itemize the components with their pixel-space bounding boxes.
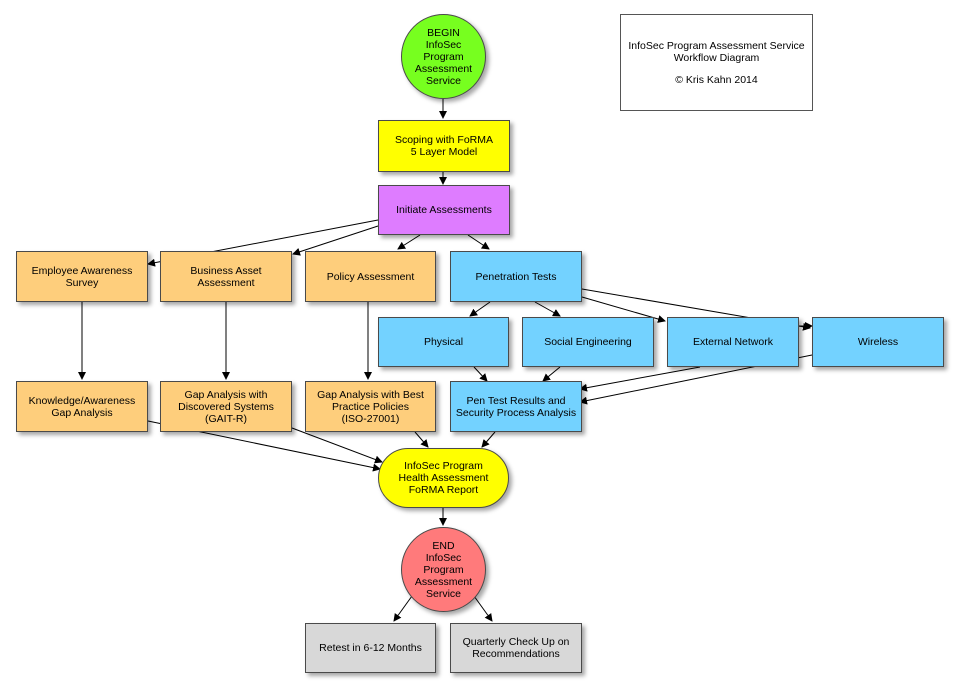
title-line-2: Workflow Diagram	[673, 51, 760, 64]
pen-test-results-node: Pen Test Results and Security Process An…	[450, 381, 582, 432]
wireless-node: Wireless	[812, 317, 944, 367]
title-box: InfoSec Program Assessment Service Workf…	[620, 14, 813, 111]
employee-awareness-node: Employee Awareness Survey	[16, 251, 148, 302]
retest-node: Retest in 6-12 Months	[305, 623, 436, 673]
edge-pentests-physical	[469, 301, 491, 317]
edge-external-results	[579, 366, 701, 392]
title-line-1: InfoSec Program Assessment Service	[628, 39, 805, 52]
edge-initiate-policy	[397, 234, 421, 250]
knowledge-gap-node: Knowledge/Awareness Gap Analysis	[16, 381, 148, 432]
edge-results-health	[481, 431, 496, 448]
initiate-assessments-node: Initiate Assessments	[378, 185, 510, 235]
external-network-node: External Network	[667, 317, 799, 367]
gap-discovered-systems-node: Gap Analysis with Discovered Systems (GA…	[160, 381, 292, 432]
penetration-tests-node: Penetration Tests	[450, 251, 582, 302]
physical-node: Physical	[378, 317, 509, 367]
edge-end-quarterly	[473, 595, 493, 622]
health-report-node: InfoSec Program Health Assessment FoRMA …	[378, 448, 509, 508]
edge-physical-results	[473, 366, 488, 382]
scoping-node: Scoping with FoRMA 5 Layer Model	[378, 120, 510, 172]
business-asset-node: Business Asset Assessment	[160, 251, 292, 302]
edge-initiate-pentests	[467, 234, 490, 250]
end-node: END InfoSec Program Assessment Service	[401, 527, 486, 612]
edge-end-retest	[393, 595, 413, 622]
edge-pentests-social	[534, 301, 561, 317]
edge-business-gap-health	[291, 427, 383, 464]
begin-node: BEGIN InfoSec Program Assessment Service	[401, 14, 486, 99]
title-line-3: © Kris Kahn 2014	[675, 73, 758, 86]
gap-best-practice-node: Gap Analysis with Best Practice Policies…	[305, 381, 436, 432]
edge-social-results	[542, 366, 561, 382]
policy-assessment-node: Policy Assessment	[305, 251, 436, 302]
edge-policy-gap-health	[414, 431, 429, 448]
edge-initiate-business	[292, 225, 379, 256]
quarterly-checkup-node: Quarterly Check Up on Recommendations	[450, 623, 582, 673]
social-engineering-node: Social Engineering	[522, 317, 654, 367]
